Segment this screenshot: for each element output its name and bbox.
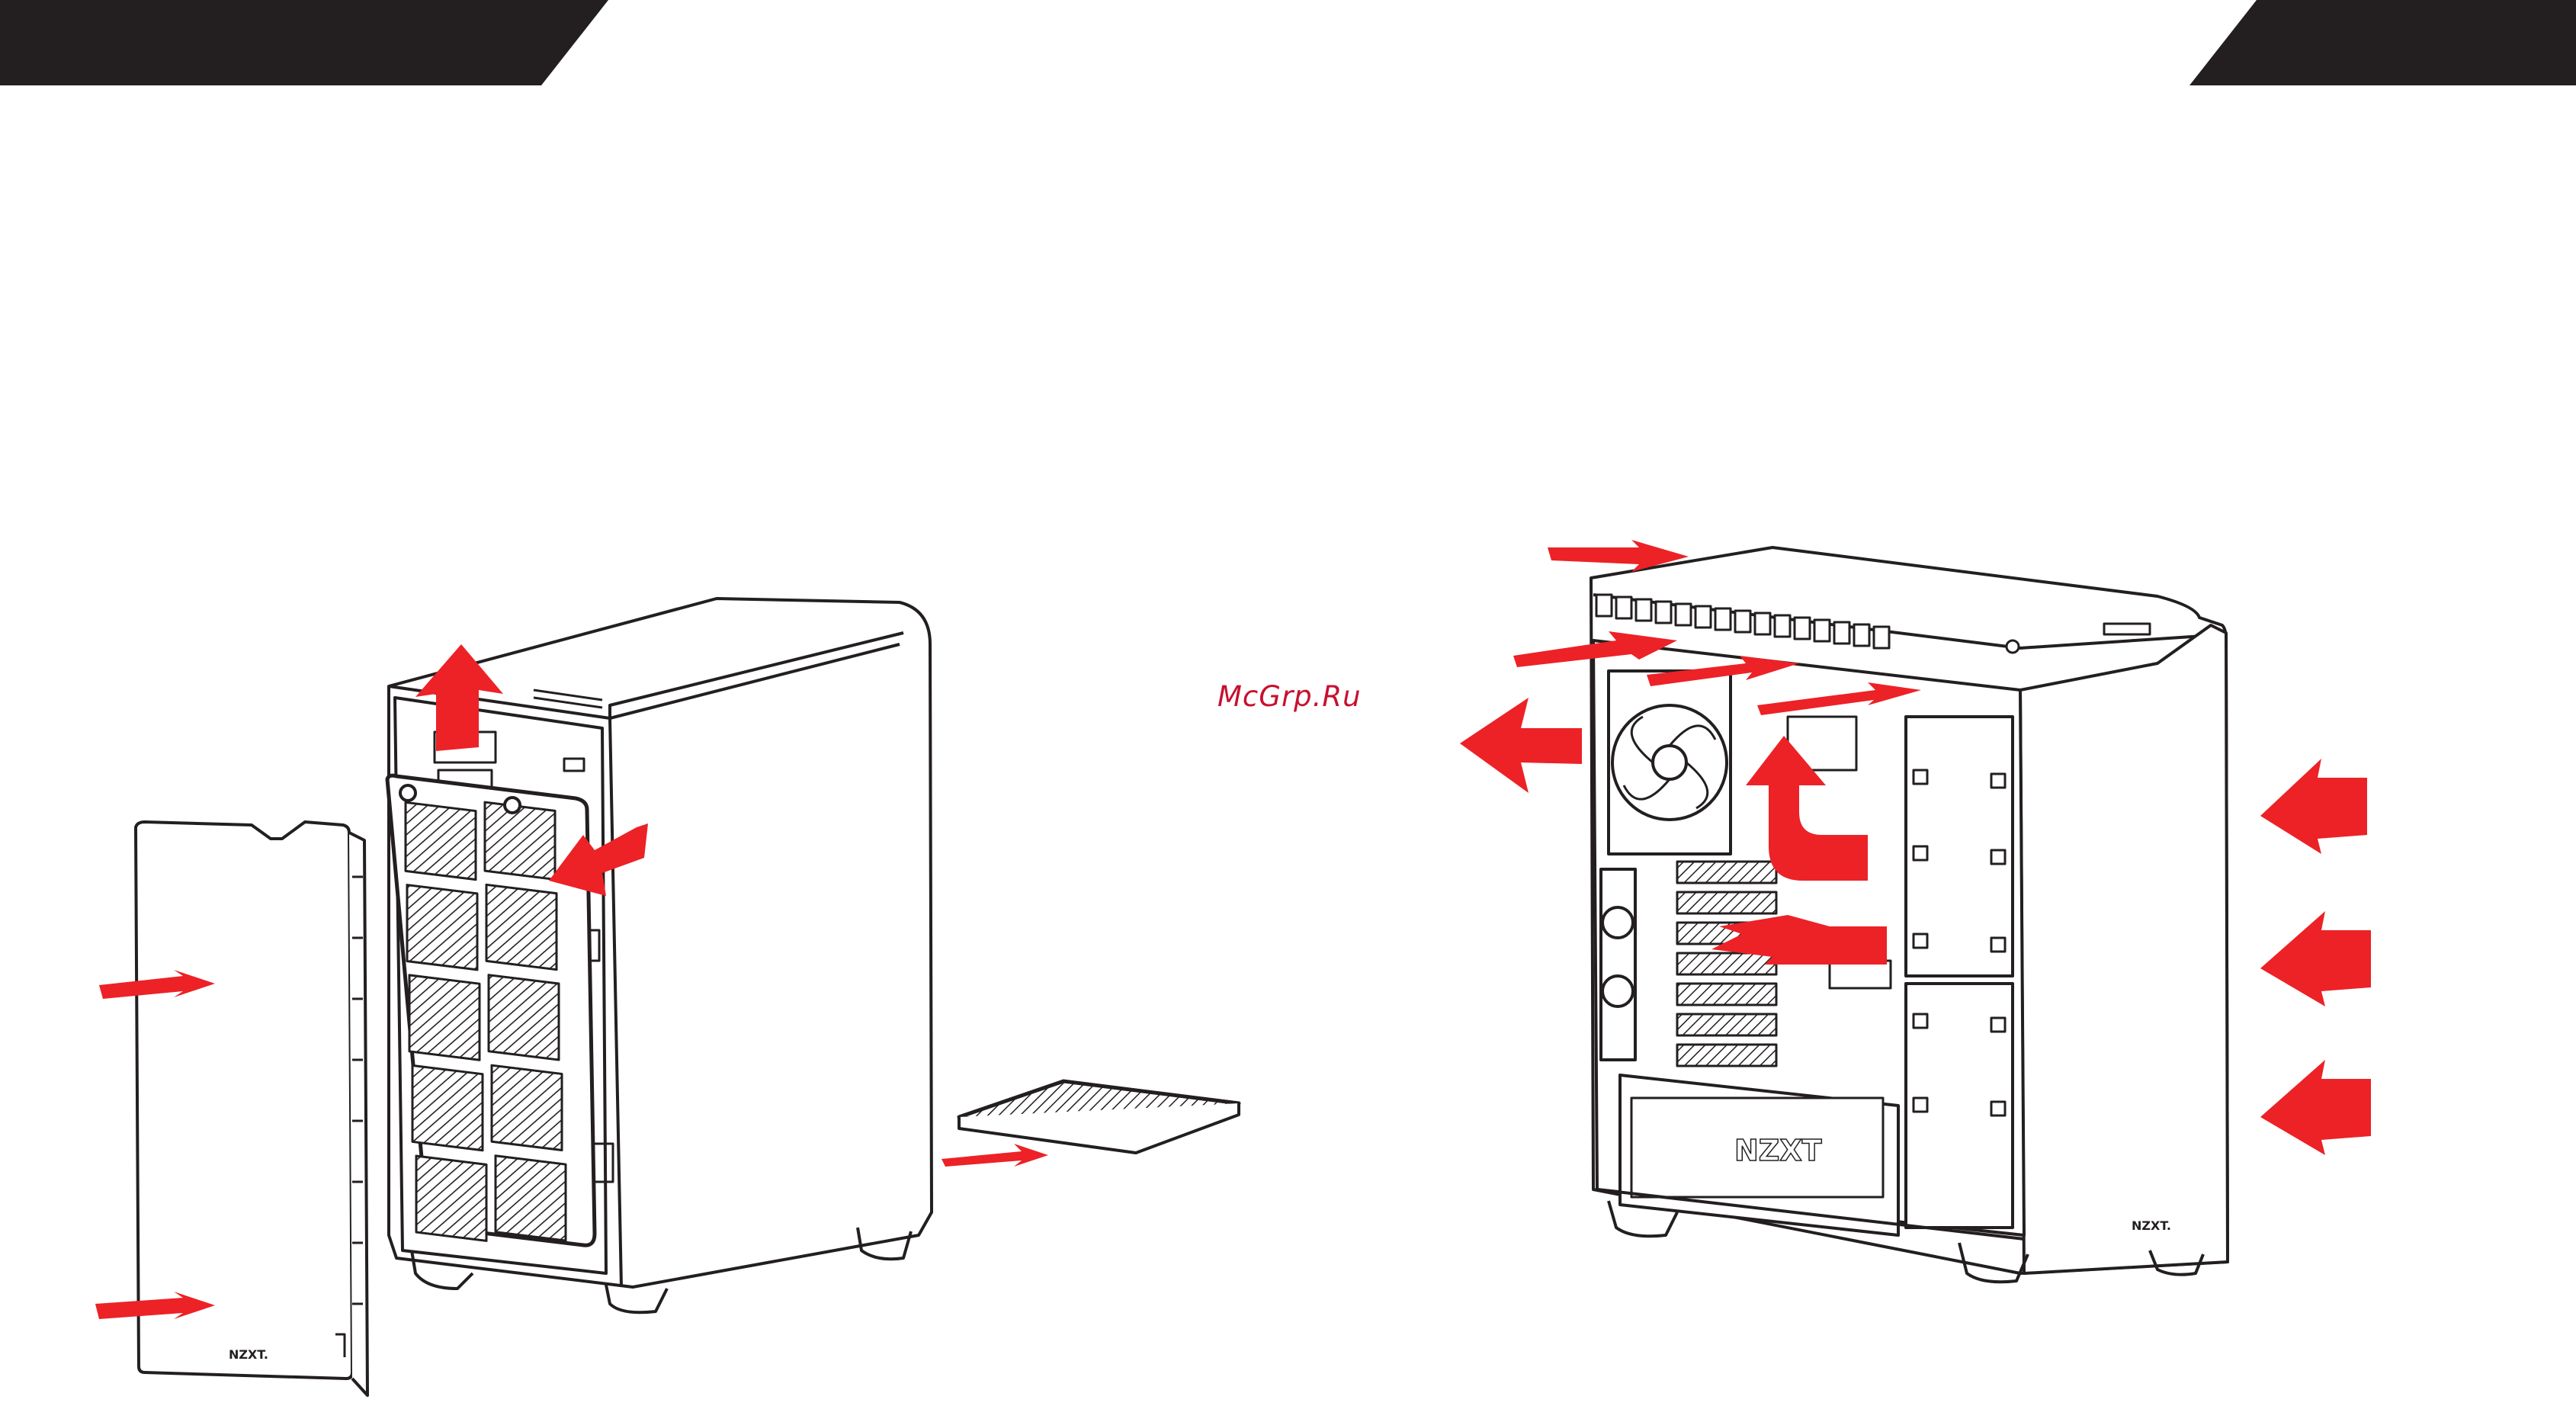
rear-exhaust-arrow <box>1460 698 1582 793</box>
header-band-left <box>0 0 608 85</box>
front-panel <box>136 822 352 1379</box>
psu-shroud-logo: NZXT <box>1734 1134 1822 1167</box>
front-intake-arrow-2 <box>2260 911 2371 1006</box>
front-intake-arrow-1 <box>2260 759 2367 854</box>
front-intake-arrow-3 <box>2260 1060 2371 1155</box>
left-case-illustration <box>136 599 1239 1395</box>
side-logo: NZXT. <box>2132 1218 2171 1233</box>
watermark-text: McGrp.Ru <box>1217 680 1362 713</box>
front-panel-logo: NZXT. <box>229 1347 268 1362</box>
right-case-illustration <box>1591 547 2228 1282</box>
bottom-intake-arrow <box>942 1144 1048 1167</box>
header-band-right <box>2189 0 2576 85</box>
